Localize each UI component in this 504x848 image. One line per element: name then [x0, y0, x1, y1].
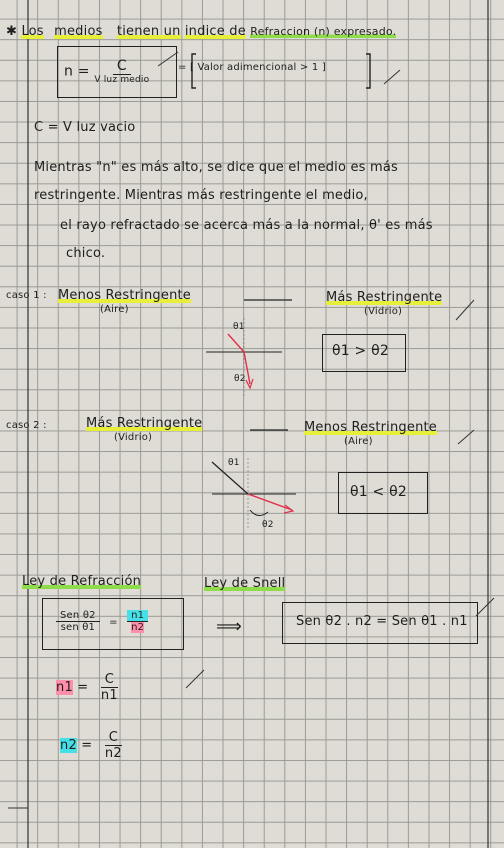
- formula-n-box: [57, 46, 177, 98]
- n2-def-num: C: [104, 730, 122, 746]
- snell-title-2: Ley de Snell: [204, 576, 286, 591]
- snell-left-den: sen θ1: [60, 622, 96, 633]
- case-1-from-sub: (Aire): [100, 304, 129, 315]
- n2-def-eq: =: [81, 738, 93, 753]
- paragraph-line-2: restringente. Mientras más restringente …: [34, 188, 368, 203]
- n2-def-lhs: n2: [60, 738, 77, 753]
- n2-def-fraction: C n2: [104, 730, 122, 761]
- case-2-from-sub: (Vidrio): [114, 432, 153, 443]
- snell-right-den: n2: [131, 622, 145, 633]
- header-word-medios: medios: [54, 24, 103, 39]
- snell-result: Sen θ2 . n2 = Sen θ1 . n1: [296, 614, 468, 629]
- paragraph-line-1: Mientras "n" es más alto, se dice que el…: [34, 160, 398, 175]
- case-2-angle-top: θ1: [228, 458, 240, 468]
- snell-left-num: Sen θ2: [56, 610, 100, 622]
- n1-def-fraction: C n1: [100, 672, 118, 703]
- paragraph-line-4: chico.: [66, 246, 106, 261]
- header-word-refraccion: Refraccion (n) expresado.: [250, 25, 397, 38]
- case-2-from: Más Restringente: [86, 416, 203, 431]
- case-1-angle-top: θ1: [233, 322, 245, 332]
- case-1-result: θ1 > θ2: [332, 343, 389, 359]
- header-word-los: Los: [21, 24, 44, 39]
- bullet-icon: ✱: [6, 24, 18, 39]
- case-1-result-box: [322, 334, 406, 372]
- implies-arrow-icon: ⟹: [216, 616, 243, 637]
- formula-n: n = C V luz medio: [64, 58, 149, 85]
- snell-right-fraction: n1 n2: [127, 610, 149, 633]
- n1-def-eq: =: [77, 680, 89, 695]
- case-2-result-box: [338, 472, 428, 514]
- snell-title-1: Ley de Refracción: [22, 574, 142, 589]
- c-definition: C = V luz vacio: [34, 120, 136, 135]
- n1-def-lhs: n1: [56, 680, 73, 695]
- case-2-to-sub: (Aire): [344, 436, 373, 447]
- n1-definition: n1 = C n1: [56, 672, 118, 703]
- snell-left-fraction: Sen θ2 sen θ1: [56, 610, 100, 633]
- header-word-tienen: tienen un: [116, 24, 181, 39]
- formula-n-rhs: = [ Valor adimencional > 1 ]: [178, 62, 326, 73]
- n2-def-den: n2: [104, 746, 122, 761]
- case-2-angle-bottom: θ2: [262, 520, 274, 530]
- n2-definition: n2 = C n2: [60, 730, 122, 761]
- case-2-label: caso 2 :: [6, 420, 47, 431]
- formula-n-fraction: C V luz medio: [94, 58, 149, 85]
- formula-n-num: C: [112, 58, 131, 75]
- snell-result-box: [282, 602, 478, 644]
- case-2-ray-diagram: [211, 458, 296, 530]
- formula-n-den: V luz medio: [94, 75, 150, 85]
- case-1-from: Menos Restringente: [58, 288, 192, 303]
- snell-right-num: n1: [127, 610, 149, 622]
- case-1-ray-diagram: [206, 318, 282, 398]
- case-1-to: Más Restringente: [326, 290, 443, 305]
- case-1-label: caso 1 :: [6, 290, 47, 301]
- header-line: ✱ Los medios tienen un indice de Refracc…: [6, 24, 397, 39]
- snell-fraction: Sen θ2 sen θ1 = n1 n2: [56, 610, 149, 633]
- formula-n-lhs: n =: [64, 63, 90, 80]
- header-word-indice: indice de: [184, 24, 246, 39]
- paragraph-line-3: el rayo refractado se acerca más a la no…: [60, 218, 433, 233]
- case-1-angle-bottom: θ2: [234, 374, 246, 384]
- case-1-to-sub: (Vidrio): [364, 306, 403, 317]
- case-2-to: Menos Restringente: [304, 420, 438, 435]
- n1-def-den: n1: [100, 688, 118, 703]
- case-2-result: θ1 < θ2: [350, 484, 407, 500]
- snell-fraction-box: [42, 598, 184, 650]
- n1-def-num: C: [100, 672, 118, 688]
